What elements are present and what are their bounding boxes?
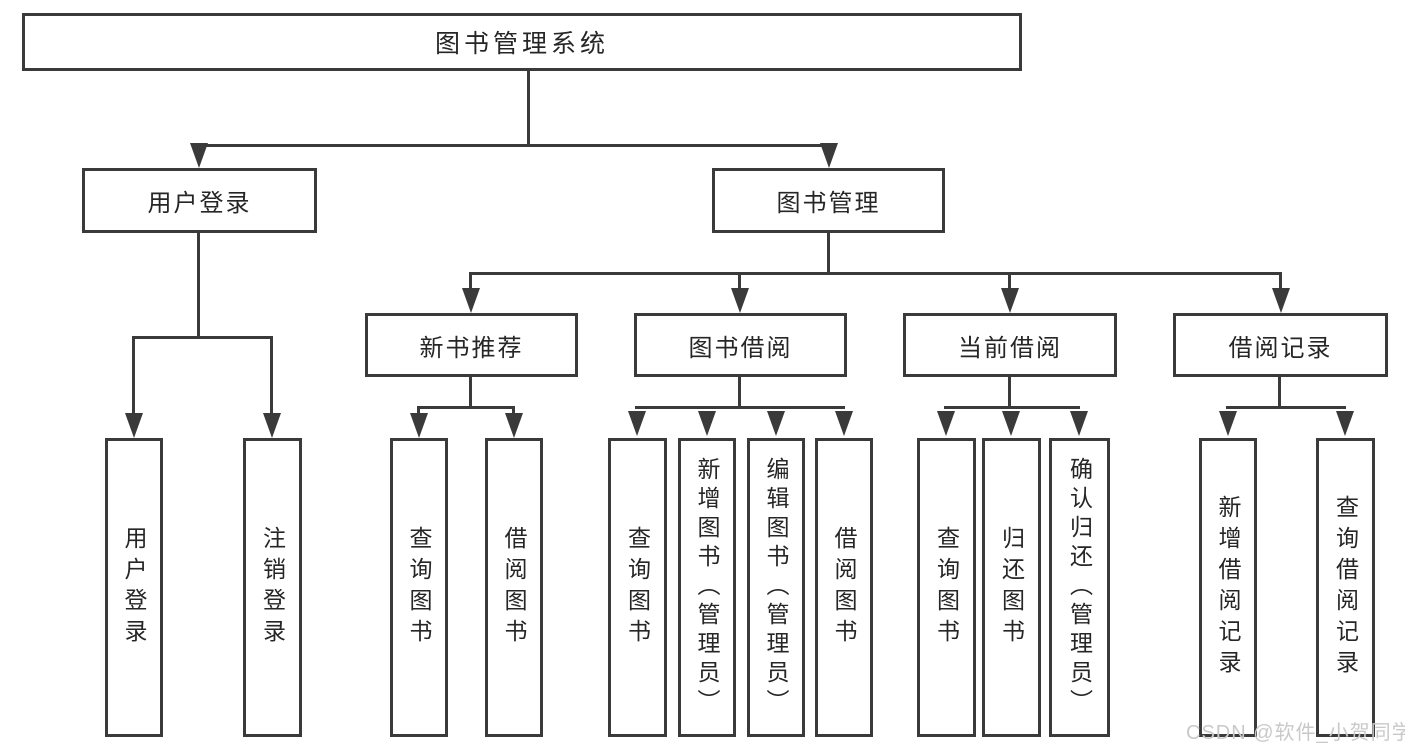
node-label: 编辑图书（管理员） [763, 457, 789, 718]
connector-line [1226, 406, 1346, 409]
arrowhead-down-icon [462, 288, 480, 313]
connector-line [512, 406, 515, 416]
connector-line [469, 377, 472, 408]
arrowhead-down-icon [1272, 288, 1290, 313]
node-label: 新增图书（管理员） [694, 457, 720, 718]
connector-line [944, 406, 1080, 409]
node-current-return-books: 归还图书 [982, 438, 1041, 737]
arrowhead-down-icon [190, 143, 208, 168]
arrowhead-down-icon [410, 413, 428, 438]
node-label: 图书管理系统 [434, 30, 609, 58]
node-label: 用户登录 [147, 190, 252, 217]
node-current-borrowing: 当前借阅 [903, 313, 1117, 377]
node-user-login-leaf: 用户登录 [105, 438, 163, 737]
arrowhead-down-icon [1002, 411, 1020, 436]
arrowhead-down-icon [698, 411, 716, 436]
arrowhead-down-icon [731, 288, 749, 313]
connector-line [198, 144, 830, 147]
connector-line [469, 272, 472, 290]
node-book-management: 图书管理 [712, 168, 945, 233]
node-label: 借阅记录 [1228, 334, 1333, 362]
connector-line [1008, 272, 1011, 290]
node-borrowing-records: 借阅记录 [1173, 313, 1388, 377]
node-label: 借阅图书 [501, 525, 527, 650]
node-user-login: 用户登录 [82, 168, 317, 233]
node-label: 查询借阅记录 [1332, 494, 1359, 681]
node-current-query-books: 查询图书 [917, 438, 976, 737]
connector-line [1279, 272, 1282, 290]
connector-line [1008, 377, 1011, 408]
connector-line [469, 272, 1282, 275]
connector-line [1278, 377, 1281, 408]
connector-line [827, 233, 830, 273]
arrowhead-down-icon [505, 413, 523, 438]
connector-line [270, 336, 273, 415]
node-recommend-query-books: 查询图书 [390, 438, 448, 737]
node-label: 确认归还（管理员） [1066, 457, 1093, 718]
node-records-query-record: 查询借阅记录 [1316, 438, 1375, 737]
connector-line [527, 70, 530, 145]
node-borrowing-query-books: 查询图书 [608, 438, 667, 737]
node-book-borrowing: 图书借阅 [634, 313, 847, 377]
node-records-add-record: 新增借阅记录 [1199, 438, 1257, 737]
node-logout: 注销登录 [243, 438, 302, 737]
arrowhead-down-icon [1219, 411, 1237, 436]
node-label: 新增借阅记录 [1215, 494, 1241, 681]
arrowhead-down-icon [263, 413, 281, 438]
node-label: 查询图书 [933, 525, 960, 650]
connector-line [635, 406, 845, 409]
connector-line [738, 377, 741, 408]
node-new-book-recommend: 新书推荐 [365, 313, 578, 377]
csdn-watermark: CSDN @软件_小贺同学 [1186, 722, 1405, 744]
connector-line [417, 406, 420, 416]
connector-line [738, 272, 741, 290]
connector-line [197, 233, 200, 337]
arrowhead-down-icon [1001, 288, 1019, 313]
arrowhead-down-icon [628, 411, 646, 436]
node-label: 用户登录 [121, 525, 147, 650]
node-label: 新书推荐 [419, 334, 524, 362]
node-label: 当前借阅 [958, 334, 1062, 362]
node-current-confirm-return: 确认归还（管理员） [1049, 438, 1110, 737]
arrowhead-down-icon [1336, 411, 1354, 436]
node-library-management-system: 图书管理系统 [22, 13, 1022, 71]
arrowhead-down-icon [767, 411, 785, 436]
arrowhead-down-icon [1070, 411, 1088, 436]
node-label: 借阅图书 [831, 525, 857, 650]
arrowhead-down-icon [835, 411, 853, 436]
node-borrowing-borrow-books: 借阅图书 [815, 438, 873, 737]
connector-line [417, 406, 515, 409]
node-recommend-borrow-books: 借阅图书 [485, 438, 543, 737]
node-borrowing-add-books: 新增图书（管理员） [678, 438, 736, 737]
node-label: 图书管理 [776, 190, 881, 217]
connector-line [132, 336, 273, 339]
arrowhead-down-icon [125, 413, 143, 438]
node-label: 注销登录 [259, 525, 286, 650]
connector-line [132, 336, 135, 415]
node-label: 查询图书 [406, 525, 432, 650]
node-label: 图书借阅 [688, 334, 793, 362]
arrowhead-down-icon [820, 143, 838, 168]
node-borrowing-edit-books: 编辑图书（管理员） [747, 438, 805, 737]
arrowhead-down-icon [937, 411, 955, 436]
node-label: 查询图书 [624, 525, 651, 650]
node-label: 归还图书 [998, 525, 1025, 650]
